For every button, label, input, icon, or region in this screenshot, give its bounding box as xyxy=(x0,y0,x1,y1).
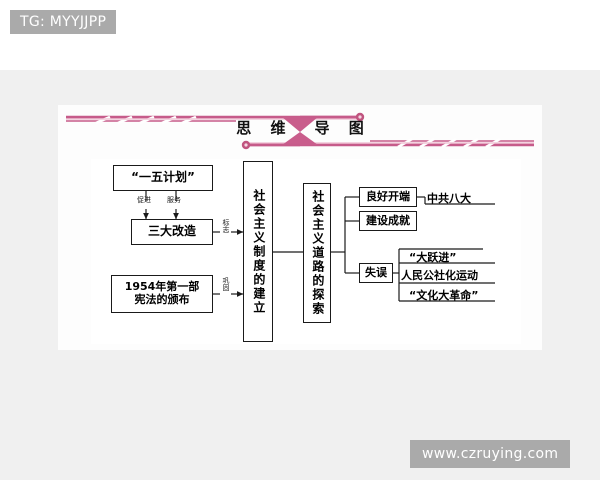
edge-label-promote: 促进 xyxy=(137,196,151,204)
node-socialist-system: 社会主义制度的建立 xyxy=(243,161,273,342)
node-socialist-road: 社会主义道路的探索 xyxy=(303,183,331,323)
node-mistakes: 失误 xyxy=(359,263,393,283)
edge-label-mark: 标志 xyxy=(222,219,230,233)
leaf-great-leap-forward: “大跃进” xyxy=(409,251,457,264)
node-three-transformations: 三大改造 xyxy=(131,219,213,245)
leaf-cultural-revolution: “文化大革命” xyxy=(409,289,479,302)
edge-label-consolidate: 巩固 xyxy=(222,277,230,291)
edge-label-serve: 服务 xyxy=(167,196,181,204)
banner-center-bowtie xyxy=(248,115,358,147)
watermark-top: TG: MYYJJPP xyxy=(10,10,117,34)
diagram-connectors xyxy=(143,191,495,302)
node-construction-achievements: 建设成就 xyxy=(359,211,417,231)
banner-end-dots xyxy=(241,112,365,150)
content-card: 思 维导 图 xyxy=(58,105,542,350)
leaf-eighth-congress: 中共八大 xyxy=(427,192,471,205)
node-good-start: 良好开端 xyxy=(359,187,417,207)
node-five-year-plan: “一五计划” xyxy=(113,165,213,191)
node-constitution-1954: 1954年第一部 宪法的颁布 xyxy=(111,275,213,313)
mindmap-diagram: “一五计划” 三大改造 1954年第一部 宪法的颁布 社会主义制度的建立 社会主… xyxy=(91,159,521,344)
leaf-people-commune: 人民公社化运动 xyxy=(401,269,478,282)
watermark-bottom: www.czruying.com xyxy=(410,440,571,468)
mindmap-banner: 思 维导 图 xyxy=(58,105,542,155)
